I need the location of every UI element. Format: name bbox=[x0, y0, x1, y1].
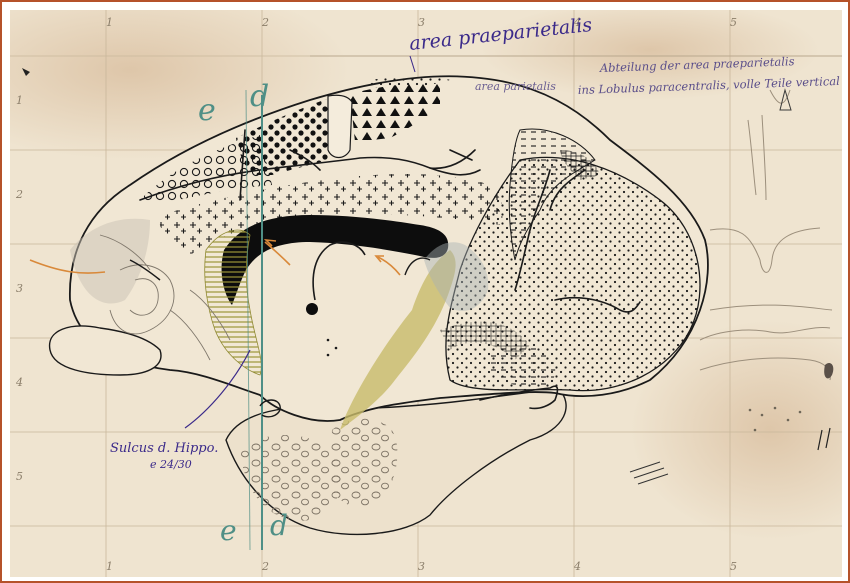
grid-label: 1 bbox=[106, 16, 113, 29]
grid-label: 5 bbox=[730, 16, 737, 29]
grid-label: 3 bbox=[418, 16, 425, 29]
label-sulcus-code: e 24/30 bbox=[150, 458, 192, 471]
label-d-top: d bbox=[250, 79, 269, 114]
grid-label: 1 bbox=[106, 560, 113, 573]
grid-label: 3 bbox=[418, 560, 425, 573]
grid-label: 5 bbox=[730, 560, 737, 573]
label-sulcus-hippo: Sulcus d. Hippo. bbox=[110, 441, 218, 456]
label-area-parietalis: area parietalis bbox=[475, 80, 556, 93]
grid-label: 5 bbox=[16, 470, 23, 483]
grid-label: 2 bbox=[261, 560, 269, 573]
grid-label: 2 bbox=[15, 188, 23, 201]
grid-label: 1 bbox=[16, 94, 23, 107]
grid-label: 4 bbox=[573, 560, 581, 573]
grid-label: 3 bbox=[16, 282, 23, 295]
label-d-bottom: d bbox=[270, 509, 288, 542]
grid-label: 4 bbox=[15, 376, 23, 389]
paper-sheet: 1 2 3 4 5 1 2 3 4 5 1 2 3 4 5 bbox=[10, 10, 842, 577]
anterior-commissure bbox=[306, 303, 318, 315]
paracentral-lobule bbox=[328, 95, 352, 157]
grid-label: 2 bbox=[261, 16, 269, 29]
label-e-top: e bbox=[198, 93, 216, 128]
brain-drawing: 1 2 3 4 5 1 2 3 4 5 1 2 3 4 5 bbox=[10, 10, 842, 577]
label-e-bottom: e bbox=[220, 514, 237, 547]
